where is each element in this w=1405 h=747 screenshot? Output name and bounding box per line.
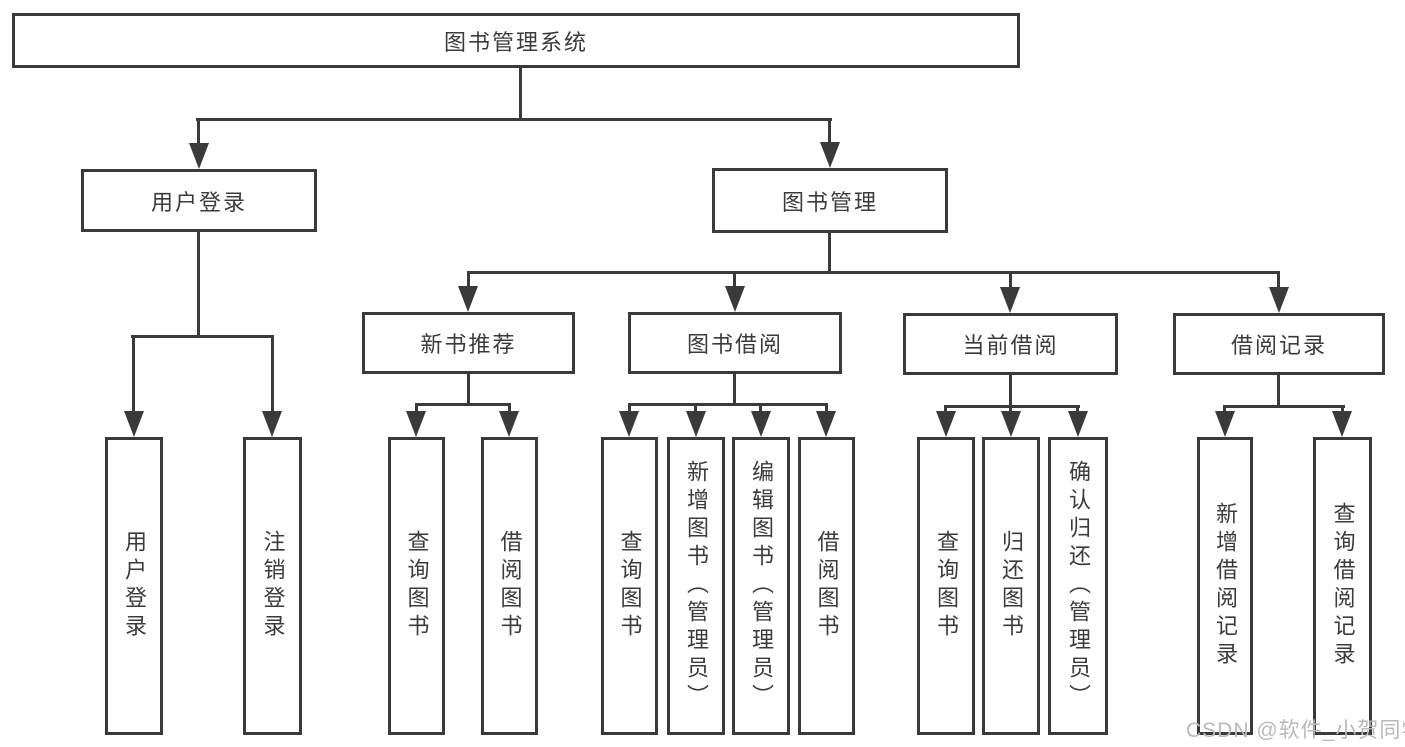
- connector-line: [519, 68, 522, 120]
- connector-line: [1223, 405, 1226, 413]
- leaf-add-borrow-record: 新增借阅记录: [1197, 437, 1253, 735]
- leaf-label: 查询图书: [404, 530, 430, 642]
- connector-line: [415, 403, 418, 413]
- connector-line: [944, 405, 947, 413]
- node-label: 新书推荐: [420, 332, 517, 357]
- leaf-query-books-recommend: 查询图书: [388, 437, 445, 735]
- leaf-label: 借阅图书: [814, 530, 840, 642]
- connector-line: [1009, 375, 1012, 407]
- node-current-borrowing: 当前借阅: [903, 313, 1118, 375]
- node-borrowing-records: 借阅记录: [1173, 313, 1385, 375]
- csdn-watermark: CSDN @软件_小贺同学: [1186, 719, 1405, 742]
- leaf-query-borrow-record: 查询借阅记录: [1313, 437, 1372, 735]
- connector-line: [1277, 271, 1280, 290]
- leaf-label: 新增图书（管理员）: [684, 460, 709, 712]
- connector-line: [467, 271, 470, 290]
- arrow-down-icon: [1000, 287, 1020, 313]
- leaf-label: 查询借阅记录: [1330, 502, 1356, 670]
- node-book-borrowing: 图书借阅: [628, 312, 842, 374]
- connector-line: [508, 403, 511, 413]
- connector-line: [1009, 405, 1012, 413]
- connector-line: [828, 233, 831, 274]
- leaf-label: 注销登录: [260, 530, 286, 642]
- leaf-return-book: 归还图书: [982, 437, 1040, 735]
- connector-line: [1009, 271, 1012, 290]
- node-label: 图书管理: [781, 189, 878, 215]
- node-label: 借阅记录: [1230, 333, 1327, 358]
- connector-line: [271, 335, 274, 415]
- connector-line: [131, 335, 274, 338]
- connector-line: [628, 403, 631, 413]
- arrow-down-icon: [686, 411, 706, 437]
- leaf-borrow-books: 借阅图书: [798, 437, 855, 735]
- leaf-logout: 注销登录: [243, 437, 302, 735]
- connector-line: [467, 271, 1280, 274]
- connector-line: [197, 118, 200, 148]
- connector-line: [759, 403, 762, 413]
- arrow-down-icon: [124, 411, 144, 437]
- leaf-label: 编辑图书（管理员）: [749, 460, 774, 712]
- connector-line: [1277, 375, 1280, 407]
- connector-line: [1341, 405, 1344, 413]
- arrow-down-icon: [816, 411, 836, 437]
- arrow-down-icon: [406, 411, 426, 437]
- arrow-down-icon: [751, 411, 771, 437]
- node-label: 当前借阅: [962, 333, 1059, 358]
- arrow-down-icon: [1332, 411, 1352, 437]
- connector-line: [132, 335, 135, 415]
- leaf-label: 借阅图书: [497, 530, 523, 642]
- leaf-label: 确认归还（管理员）: [1066, 460, 1091, 712]
- node-label: 图书管理系统: [443, 29, 588, 55]
- connector-line: [694, 403, 697, 413]
- arrow-down-icon: [725, 286, 745, 312]
- connector-line: [197, 232, 200, 338]
- arrow-down-icon: [499, 411, 519, 437]
- leaf-confirm-return-admin: 确认归还（管理员）: [1048, 437, 1108, 735]
- connector-line: [628, 403, 828, 406]
- node-user-login: 用户登录: [81, 169, 317, 232]
- arrow-down-icon: [262, 411, 282, 437]
- leaf-borrow-books-recommend: 借阅图书: [481, 437, 538, 735]
- arrow-down-icon: [936, 411, 956, 437]
- connector-line: [467, 374, 470, 406]
- connector-line: [415, 403, 511, 406]
- leaf-edit-book-admin: 编辑图书（管理员）: [732, 437, 790, 735]
- connector-line: [1076, 405, 1079, 413]
- leaf-label: 用户登录: [122, 530, 147, 642]
- leaf-label: 查询图书: [934, 530, 959, 642]
- arrow-down-icon: [1215, 411, 1235, 437]
- leaf-query-books-borrowing: 查询图书: [601, 437, 658, 735]
- connector-line: [825, 403, 828, 413]
- leaf-label: 新增借阅记录: [1213, 502, 1238, 670]
- connector-line: [733, 271, 736, 290]
- node-label: 图书借阅: [686, 332, 783, 357]
- arrow-down-icon: [1068, 411, 1088, 437]
- arrow-down-icon: [820, 142, 840, 168]
- node-new-book-recommendation: 新书推荐: [362, 312, 575, 374]
- arrow-down-icon: [189, 143, 209, 169]
- arrow-down-icon: [619, 411, 639, 437]
- connector-line: [944, 405, 1080, 408]
- arrow-down-icon: [458, 286, 478, 312]
- arrow-down-icon: [1001, 411, 1021, 437]
- leaf-label: 归还图书: [999, 530, 1024, 642]
- leaf-label: 查询图书: [617, 530, 643, 642]
- node-library-management-system: 图书管理系统: [12, 13, 1020, 68]
- connector-line: [196, 118, 832, 121]
- node-book-management: 图书管理: [712, 168, 948, 233]
- connector-line: [828, 118, 831, 148]
- arrow-down-icon: [1269, 287, 1289, 313]
- leaf-user-login: 用户登录: [105, 437, 163, 735]
- connector-line: [1223, 405, 1345, 408]
- node-label: 用户登录: [150, 189, 247, 215]
- leaf-query-books-current: 查询图书: [917, 437, 975, 735]
- leaf-add-book-admin: 新增图书（管理员）: [667, 437, 725, 735]
- connector-line: [733, 374, 736, 406]
